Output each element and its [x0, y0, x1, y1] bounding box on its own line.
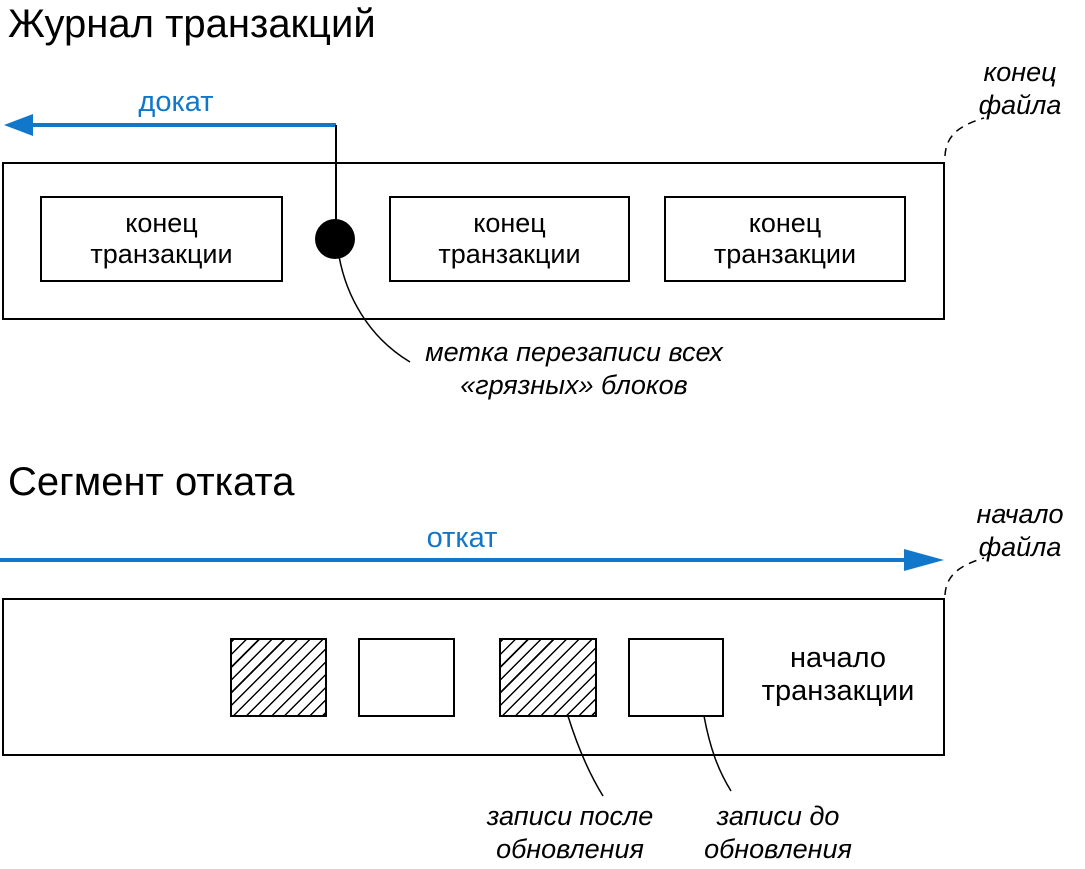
dirty-blocks-mark-label: метка перезаписи всех «грязных» блоков [408, 336, 740, 402]
before-update-records-label: записи до обновления [648, 800, 908, 866]
transaction-start-label-line1: начало [789, 642, 887, 674]
transaction-end-block-2: конец транзакции [389, 196, 630, 282]
roll-forward-arrow-label: докат [138, 86, 214, 118]
transaction-end-block-1: конец транзакции [40, 196, 283, 282]
end-of-file-leader-dashed-curve [944, 117, 985, 157]
start-of-file-label-line2: файла [978, 532, 1062, 562]
transaction-end-block-1-line1: конец [125, 208, 198, 238]
after-update-record-box-2 [499, 638, 597, 717]
rollback-file-box [2, 598, 945, 756]
before-update-records-label-line1: записи до [716, 801, 840, 831]
rollback-arrow-label: откат [426, 522, 498, 554]
journal-title: Журнал транзакций [8, 2, 376, 46]
transaction-start-label-line2: транзакции [761, 675, 915, 707]
dirty-blocks-mark-label-line1: метка перезаписи всех [425, 337, 723, 367]
end-of-file-label-line2: файла [978, 90, 1062, 120]
start-of-file-label-line1: начало [976, 499, 1064, 529]
end-of-file-label-line1: конец [983, 57, 1057, 87]
after-update-record-box-1 [230, 638, 327, 717]
before-update-record-box-2 [628, 638, 724, 717]
after-update-records-label-line2: обновления [496, 834, 644, 864]
after-update-records-label: записи после обновления [440, 800, 700, 866]
start-of-file-label: начало файла [958, 498, 1082, 564]
transaction-end-block-3: конец транзакции [664, 196, 906, 282]
transaction-end-block-3-line2: транзакции [713, 239, 857, 269]
transaction-end-block-3-line1: конец [748, 208, 822, 238]
before-update-record-box-1 [358, 638, 455, 717]
transaction-end-block-2-line2: транзакции [438, 239, 581, 269]
end-of-file-label: конец файла [958, 56, 1082, 122]
rollback-title: Сегмент отката [8, 460, 295, 504]
dirty-blocks-mark-label-line2: «грязных» блоков [460, 370, 688, 400]
before-update-records-label-line2: обновления [704, 834, 852, 864]
transaction-end-block-2-line1: конец [473, 208, 546, 238]
transaction-start-label: начало транзакции [748, 642, 928, 708]
after-update-records-label-line1: записи после [486, 801, 654, 831]
transaction-end-block-1-line2: транзакции [90, 239, 233, 269]
